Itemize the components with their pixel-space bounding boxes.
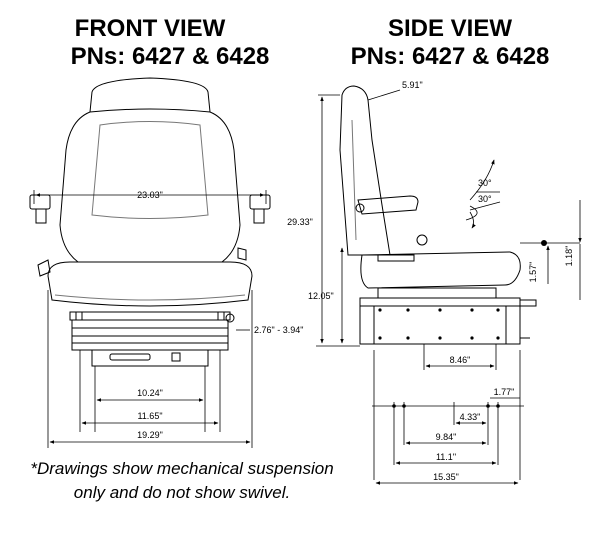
angle-up-label: 30° [478, 178, 492, 188]
overall-width-label: 19.29" [137, 430, 163, 440]
side-mount-holes [392, 404, 500, 408]
depth-label: 8.46" [450, 355, 471, 365]
adj-small-label: 1.57" [528, 262, 538, 283]
side-dimension-labels: 5.91" 29.33" 30° 30° 12.05" 1.57" 1.18" … [287, 80, 574, 482]
note-line-1: *Drawings show mechanical suspension [30, 459, 334, 478]
angle-down-label: 30° [478, 194, 492, 204]
mount-e-label: 15.35" [433, 472, 459, 482]
base-mid-label: 11.65" [137, 411, 162, 421]
mount-b-label: 4.33" [460, 412, 481, 422]
front-width-label: 23.03" [137, 190, 163, 200]
adj-right-label: 1.18" [564, 246, 574, 267]
mount-c-label: 9.84" [436, 432, 457, 442]
front-dimension-lines [33, 190, 267, 448]
side-dimension-lines [316, 89, 582, 485]
note-line-2: only and do not show swivel. [73, 483, 291, 502]
seat-height-label: 12.05" [308, 291, 334, 301]
total-height-label: 29.33" [287, 217, 313, 227]
front-dimension-labels: 23.03" 2.76" - 3.94" 10.24" 11.65" 19.29… [137, 190, 303, 440]
side-view-part-numbers: PNs: 6427 & 6428 [350, 43, 550, 70]
base-inner-label: 10.24" [137, 388, 163, 398]
side-suspension-bolts [378, 240, 547, 340]
headrest-label: 5.91" [402, 80, 423, 90]
front-view-title: FRONT VIEW [74, 15, 226, 42]
front-seat-outline [29, 77, 271, 367]
side-seat-outline [339, 85, 537, 345]
mount-a-label: 1.77" [494, 387, 515, 397]
side-adjust-label: 2.76" - 3.94" [254, 325, 303, 335]
mount-d-label: 11.1" [436, 452, 456, 462]
front-view-part-numbers: PNs: 6427 & 6428 [70, 43, 270, 70]
side-view-title: SIDE VIEW [387, 15, 513, 42]
